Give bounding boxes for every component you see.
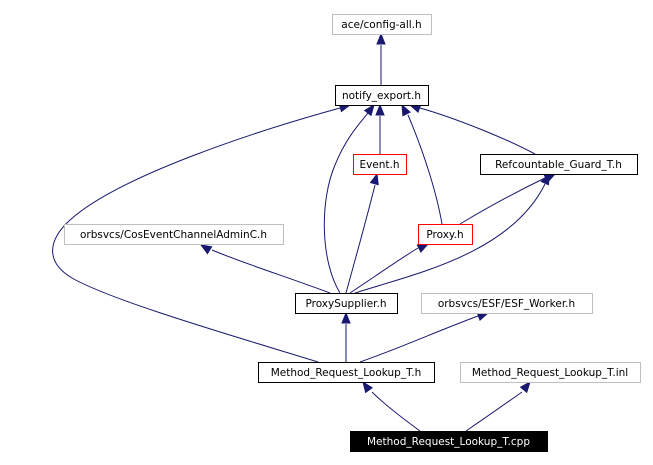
- edge-proxy_supplier-to-notify_export: [323, 103, 375, 294]
- node-label: Method_Request_Lookup_T.cpp: [367, 436, 530, 448]
- node-box: [64, 224, 284, 245]
- arrowhead: [375, 103, 385, 116]
- node-box: [460, 362, 641, 383]
- node-refcountable-guard[interactable]: Refcountable_Guard_T.h: [480, 154, 638, 175]
- edge-proxy_supplier-to-proxy_h: [349, 243, 430, 294]
- edges-layer: [52, 32, 557, 432]
- arrowhead: [199, 244, 213, 255]
- edge-line: [354, 183, 546, 294]
- node-box: [295, 293, 398, 314]
- edge-line: [359, 315, 479, 363]
- edge-line: [323, 112, 369, 294]
- edge-method_request_cpp-to-method_request_inl: [465, 380, 531, 432]
- node-label: orbsvcs/ESF/ESF_Worker.h: [438, 298, 575, 310]
- node-notify-export[interactable]: notify_export.h: [335, 85, 429, 106]
- edge-line: [211, 249, 331, 294]
- node-proxy-h[interactable]: Proxy.h: [418, 224, 473, 245]
- node-event-h[interactable]: Event.h: [353, 154, 407, 175]
- arrowhead: [362, 380, 374, 394]
- arrowhead: [416, 243, 430, 253]
- edge-proxy_h-to-notify_export: [401, 103, 443, 225]
- node-method-request-cpp[interactable]: Method_Request_Lookup_T.cpp: [350, 431, 548, 452]
- edge-line: [371, 391, 421, 432]
- node-box: [480, 154, 638, 175]
- edge-method_request_h-to-proxy_supplier: [341, 311, 351, 362]
- node-label: Proxy.h: [426, 229, 463, 241]
- node-label: Event.h: [359, 159, 399, 171]
- edge-event_h-to-notify_export: [375, 103, 385, 154]
- edge-line: [349, 247, 419, 294]
- edge-refcountable_guard-to-notify_export: [408, 104, 536, 155]
- edge-line: [465, 391, 523, 432]
- edge-line: [407, 114, 443, 225]
- edge-proxy_supplier-to-event_h: [345, 172, 379, 294]
- arrowhead: [376, 32, 386, 45]
- edge-notify_export-to-ace_config_all: [376, 32, 386, 85]
- node-label: Method_Request_Lookup_T.h: [271, 367, 422, 379]
- node-box: [350, 431, 548, 452]
- node-label: Refcountable_Guard_T.h: [495, 159, 622, 171]
- node-method-request-inl: Method_Request_Lookup_T.inl: [460, 362, 641, 383]
- arrowhead: [540, 172, 550, 186]
- node-label: ace/config-all.h: [341, 19, 421, 31]
- node-cos-event-channel: orbsvcs/CosEventChannelAdminC.h: [64, 224, 284, 245]
- node-label: notify_export.h: [342, 90, 421, 102]
- arrowhead: [363, 103, 375, 117]
- node-box: [332, 14, 432, 35]
- node-label: Method_Request_Lookup_T.inl: [472, 367, 628, 379]
- node-box: [418, 224, 473, 245]
- node-label: ProxySupplier.h: [305, 298, 386, 310]
- node-box: [335, 85, 429, 106]
- arrowhead: [369, 172, 379, 186]
- node-label: orbsvcs/CosEventChannelAdminC.h: [80, 229, 267, 241]
- node-proxy-supplier[interactable]: ProxySupplier.h: [295, 293, 398, 314]
- arrowhead: [519, 380, 531, 394]
- edge-line: [345, 184, 376, 294]
- edge-line: [459, 177, 546, 225]
- edge-line: [52, 107, 341, 363]
- arrowhead: [401, 103, 411, 117]
- edge-proxy_supplier-to-refcountable_guard: [354, 172, 550, 294]
- node-box: [421, 293, 593, 314]
- node-esf-worker: orbsvcs/ESF/ESF_Worker.h: [421, 293, 593, 314]
- node-box: [258, 362, 435, 383]
- arrowhead: [341, 311, 351, 324]
- edge-proxy_supplier-to-cos_event_channel: [199, 244, 331, 294]
- node-ace-config-all: ace/config-all.h: [332, 14, 432, 35]
- edge-method_request_h-to-esf_worker: [359, 312, 490, 363]
- node-box: [353, 154, 407, 175]
- node-method-request-h[interactable]: Method_Request_Lookup_T.h: [258, 362, 435, 383]
- edge-method_request_cpp-to-method_request_h: [362, 380, 421, 432]
- edge-line: [419, 107, 536, 155]
